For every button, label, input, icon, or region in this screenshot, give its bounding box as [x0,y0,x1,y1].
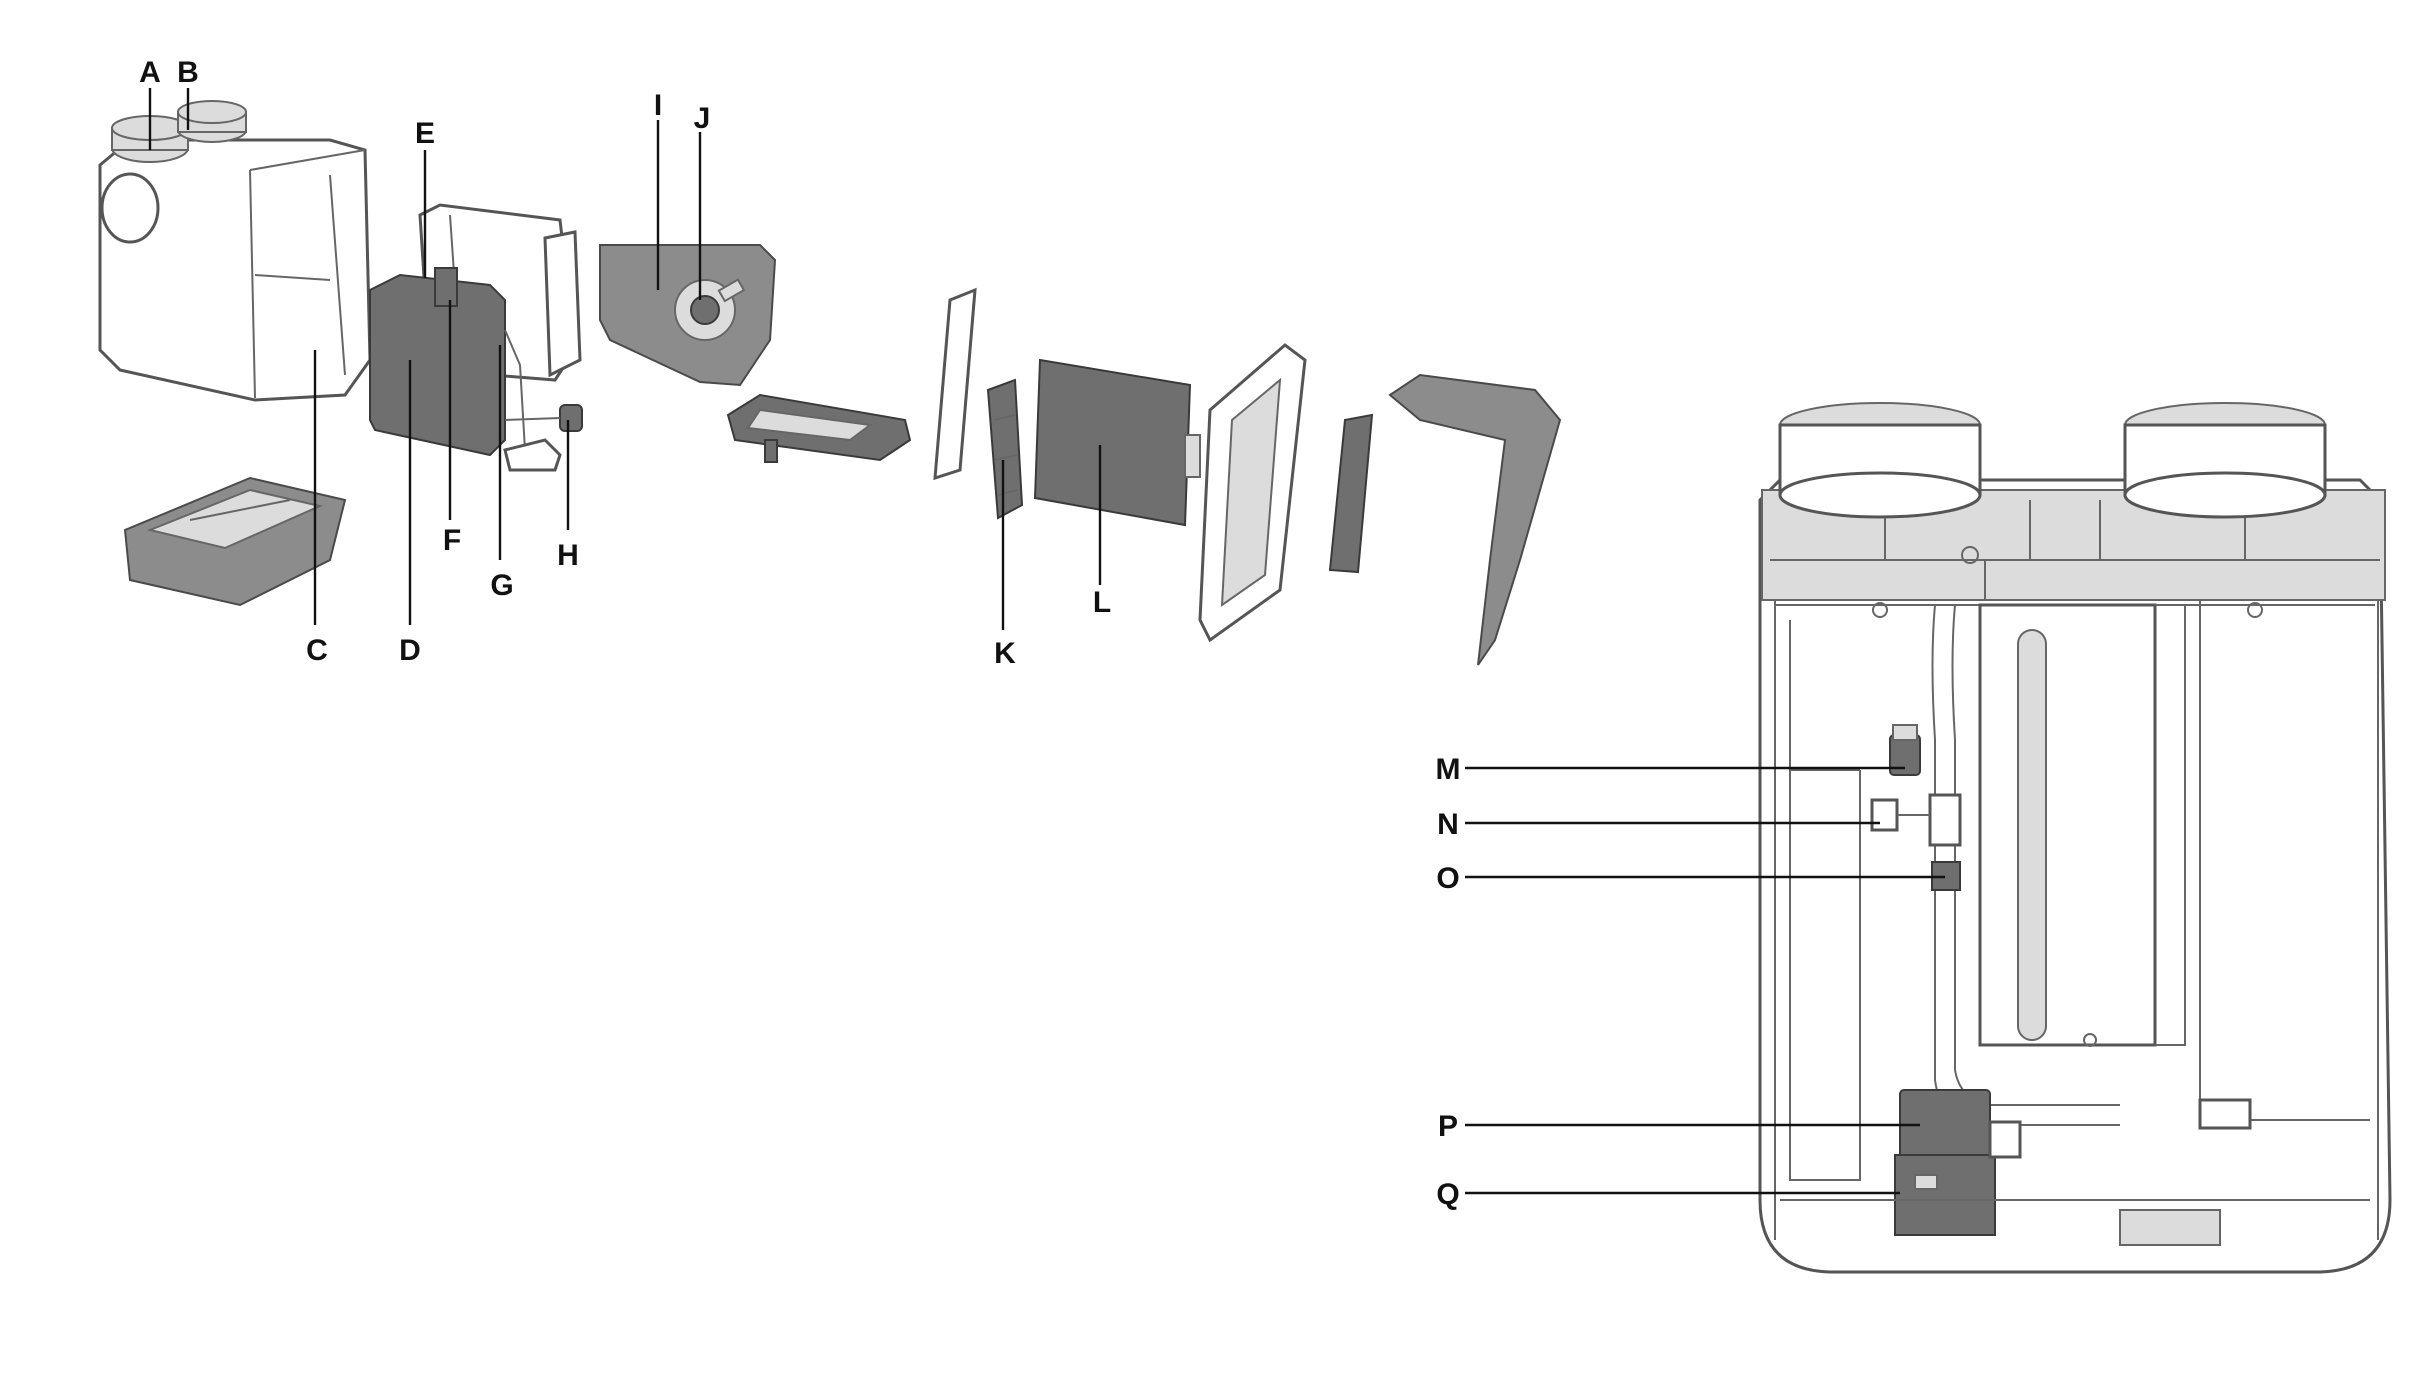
side-panel-part [1328,413,1374,574]
callout-g: G [490,569,513,602]
callout-j: J [694,102,711,135]
callout-f: F [443,524,461,557]
callouts-right: M N O P Q [1436,753,1461,1211]
large-filter-part [1033,358,1201,527]
front-frame-part [1198,343,1307,643]
fan-housing-part [599,244,777,387]
front-cover-part [1388,373,1562,666]
callout-k: K [994,637,1016,670]
callout-e: E [415,117,435,150]
callout-l: L [1093,586,1111,619]
thin-panel-part [933,287,977,481]
leader-lines-right [1465,766,1945,1195]
callout-c: C [306,634,328,667]
callout-p: P [1438,1110,1458,1143]
callout-n: N [1437,808,1459,841]
callout-o: O [1436,862,1459,895]
control-module-part [726,393,912,463]
callout-b: B [177,56,199,89]
exploded-view: A B C D E F G H I J K L [98,56,1562,670]
leader-lines-left [148,88,1102,630]
filter-part [986,378,1024,520]
unit-interior-view: M N O P Q [1436,402,2392,1274]
drip-tray-part [123,476,347,607]
callout-d: D [399,634,421,667]
callout-a: A [139,56,161,89]
callout-q: Q [1436,1178,1459,1211]
callout-m: M [1436,753,1461,786]
callout-i: I [654,89,662,122]
callouts-left: A B C D E F G H I J K L [139,56,1111,670]
housing-part [98,100,372,402]
heat-exchanger-assembly [369,203,583,472]
callout-h: H [557,539,579,572]
